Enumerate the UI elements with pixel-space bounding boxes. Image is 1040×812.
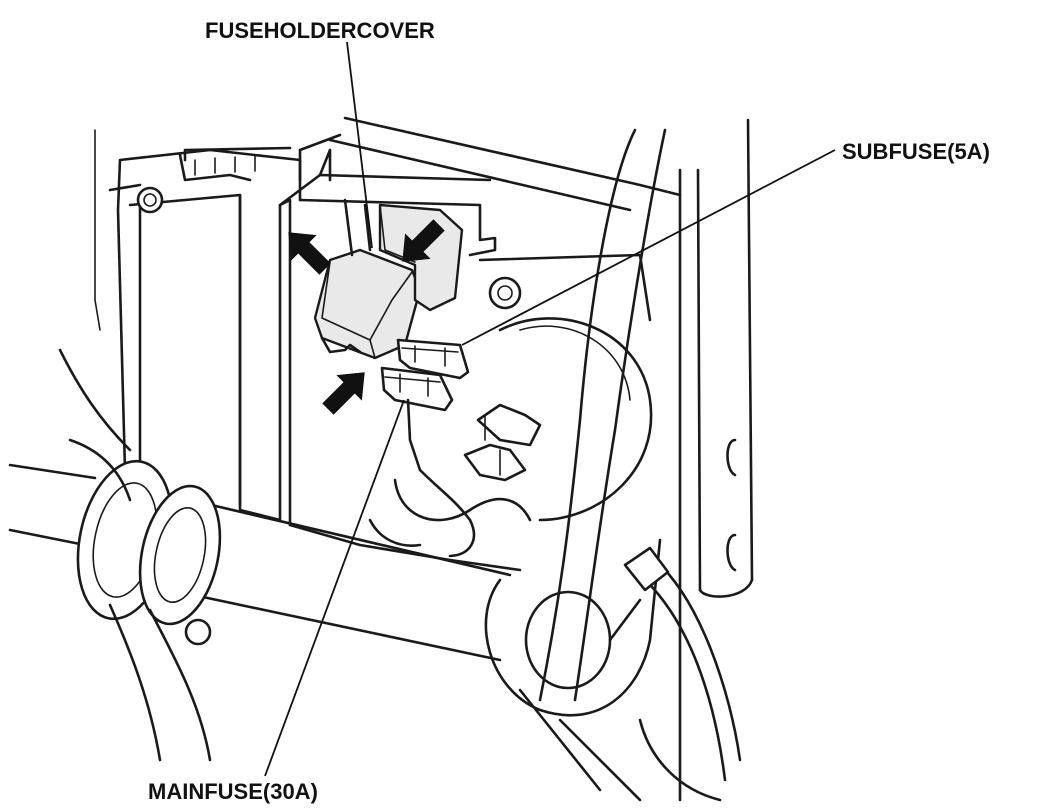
vertical-rails (538, 118, 754, 802)
frame-tube (8, 348, 512, 762)
main-fuse (380, 366, 454, 472)
leader-sub-fuse (461, 149, 836, 346)
arrow-up-right-icon (322, 372, 365, 415)
leader-main-fuse (264, 399, 405, 777)
main-fuse-label: MAINFUSE(30A) (148, 779, 318, 804)
pivot-arm (484, 538, 722, 802)
battery-housing (94, 116, 682, 507)
sub-fuse (396, 338, 470, 380)
motion-arrows (288, 219, 445, 415)
sub-fuse-label: SUBFUSE(5A) (842, 139, 990, 164)
leader-fuse-holder-cover (346, 41, 373, 249)
leader-lines (264, 41, 836, 777)
holder-bracket (238, 148, 522, 572)
support-plate (478, 253, 653, 522)
arrow-down-left-icon (402, 219, 445, 262)
fuse-holder-cover-label: FUSEHOLDERCOVER (205, 18, 435, 43)
wire-harness (368, 403, 542, 558)
arrow-up-left-icon (288, 232, 331, 275)
